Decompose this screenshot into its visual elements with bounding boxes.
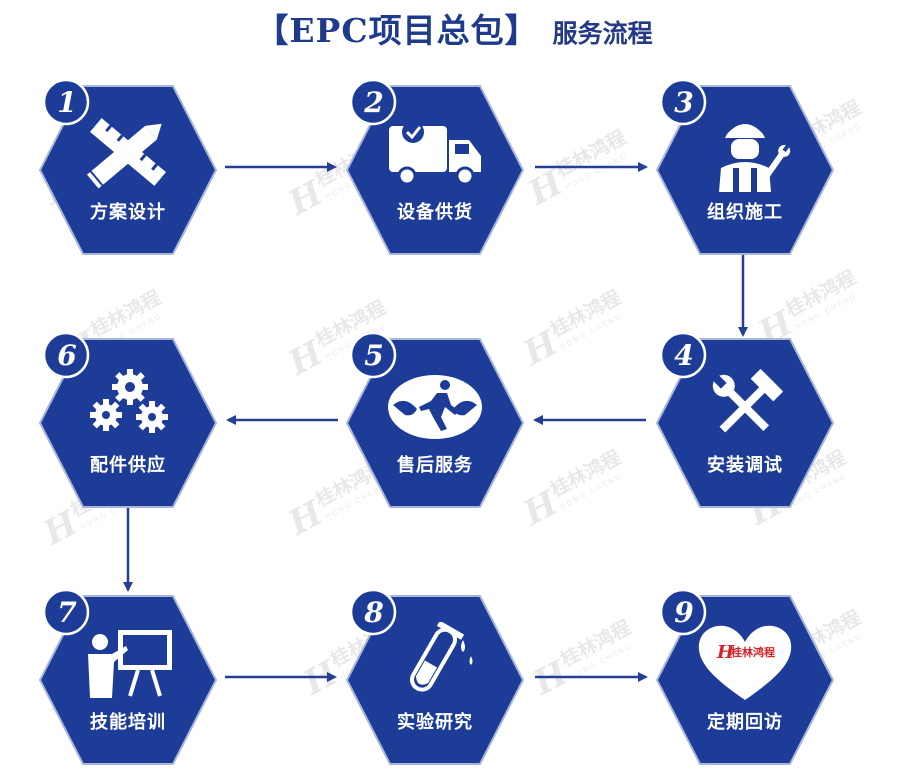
- step-9-hexagon: 9 H 桂林鸿程 定期回访: [655, 590, 835, 770]
- step-number: 4: [674, 339, 694, 372]
- step-label: 实验研究: [397, 712, 473, 733]
- worker-icon: [695, 112, 795, 192]
- service-runner-icon: [385, 365, 485, 445]
- step-label: 定期回访: [707, 712, 783, 733]
- step-number: 7: [57, 596, 77, 629]
- step-label: 设备供货: [397, 202, 473, 223]
- step-6-hexagon: 6 配件供应: [38, 333, 218, 513]
- step-label: 配件供应: [90, 455, 166, 476]
- step-label: 售后服务: [397, 455, 473, 476]
- heart-logo-icon: H 桂林鸿程: [695, 622, 795, 702]
- step-label: 组织施工: [707, 202, 783, 223]
- step-number: 2: [364, 86, 384, 119]
- page-title: 【EPC项目总包】 服务流程: [0, 4, 908, 54]
- step-7-hexagon: 7 技能培训: [38, 590, 218, 770]
- step-4-hexagon: 4 安装调试: [655, 333, 835, 513]
- step-number: 9: [674, 596, 694, 629]
- step-number: 3: [674, 86, 694, 119]
- title-sub: 服务流程: [552, 19, 653, 48]
- step-number: 6: [57, 339, 77, 372]
- hammer-wrench-icon: [695, 365, 795, 445]
- step-label: 安装调试: [707, 455, 783, 476]
- step-label: 技能培训: [90, 712, 166, 733]
- step-label: 方案设计: [90, 202, 166, 223]
- heart-logo-letter: H: [716, 642, 735, 663]
- heart-logo-text: 桂林鸿程: [730, 645, 775, 659]
- test-tube-icon: [385, 620, 485, 702]
- title-main: 【EPC项目总包】: [255, 11, 539, 50]
- gears-icon: [78, 365, 178, 445]
- step-1-hexagon: 1 方案设计: [38, 80, 218, 260]
- step-2-hexagon: 2 设备供货: [345, 80, 525, 260]
- step-3-hexagon: 3 组织施工: [655, 80, 835, 260]
- delivery-truck-icon: [385, 112, 485, 192]
- step-number: 1: [57, 86, 77, 119]
- step-8-hexagon: 8 实验研究: [345, 590, 525, 770]
- step-number: 5: [364, 339, 384, 372]
- step-number: 8: [364, 596, 384, 629]
- step-5-hexagon: 5 售后服务: [345, 333, 525, 513]
- presentation-board-icon: [78, 622, 178, 702]
- pencil-ruler-icon: [78, 112, 178, 192]
